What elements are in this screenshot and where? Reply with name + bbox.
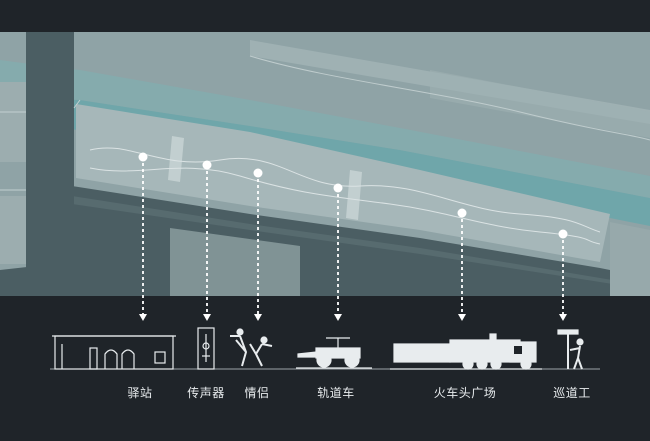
station-icons (52, 327, 584, 370)
callout-connectors (138, 152, 568, 321)
arrow-head (203, 314, 211, 321)
arrow-head (559, 314, 567, 321)
label-railcar: 轨道车 (317, 386, 355, 400)
lower-block (170, 228, 300, 296)
connector-railcar (333, 183, 343, 321)
couple-dancing-icon (230, 328, 273, 367)
connector-speaker (202, 160, 212, 321)
map-lines (0, 99, 81, 191)
station-building-icon (52, 335, 176, 370)
road-lane (72, 196, 650, 290)
track-inspector-icon (557, 329, 584, 370)
connector-lovers (253, 168, 263, 321)
upper-block (430, 70, 650, 138)
label-speaker: 传声器 (187, 386, 225, 400)
promenade (76, 104, 610, 262)
plaza-b (346, 170, 362, 220)
connector-station (138, 152, 148, 321)
map-pin (202, 160, 212, 170)
arrow-head (334, 314, 342, 321)
steam-locomotive-icon (390, 333, 542, 370)
map-pin (558, 229, 568, 239)
arrow-head (254, 314, 262, 321)
plaza-a (168, 136, 184, 182)
label-trackman: 巡道工 (553, 386, 591, 400)
map-pin (457, 208, 467, 218)
path-upper (89, 147, 601, 233)
river (0, 52, 650, 226)
label-locomotive: 火车头广场 (433, 386, 497, 400)
left-block-lower (0, 196, 26, 264)
connector-trackman (558, 229, 568, 321)
map-pin (138, 152, 148, 162)
right-block (610, 222, 650, 296)
vertical-road (26, 32, 74, 296)
left-block (0, 82, 26, 162)
path-lower (89, 167, 601, 245)
label-lovers: 情侣 (244, 386, 270, 400)
connector-locomotive (457, 208, 467, 321)
arrow-head (458, 314, 466, 321)
upper-path (249, 55, 650, 141)
label-station: 驿站 (127, 386, 153, 400)
site-map (0, 32, 650, 296)
arrow-head (139, 314, 147, 321)
map-pin (253, 168, 263, 178)
river-edge (0, 52, 650, 198)
speaking-tube-icon (197, 327, 215, 370)
map-pin (333, 183, 343, 193)
rail-handcar-icon (296, 337, 372, 369)
